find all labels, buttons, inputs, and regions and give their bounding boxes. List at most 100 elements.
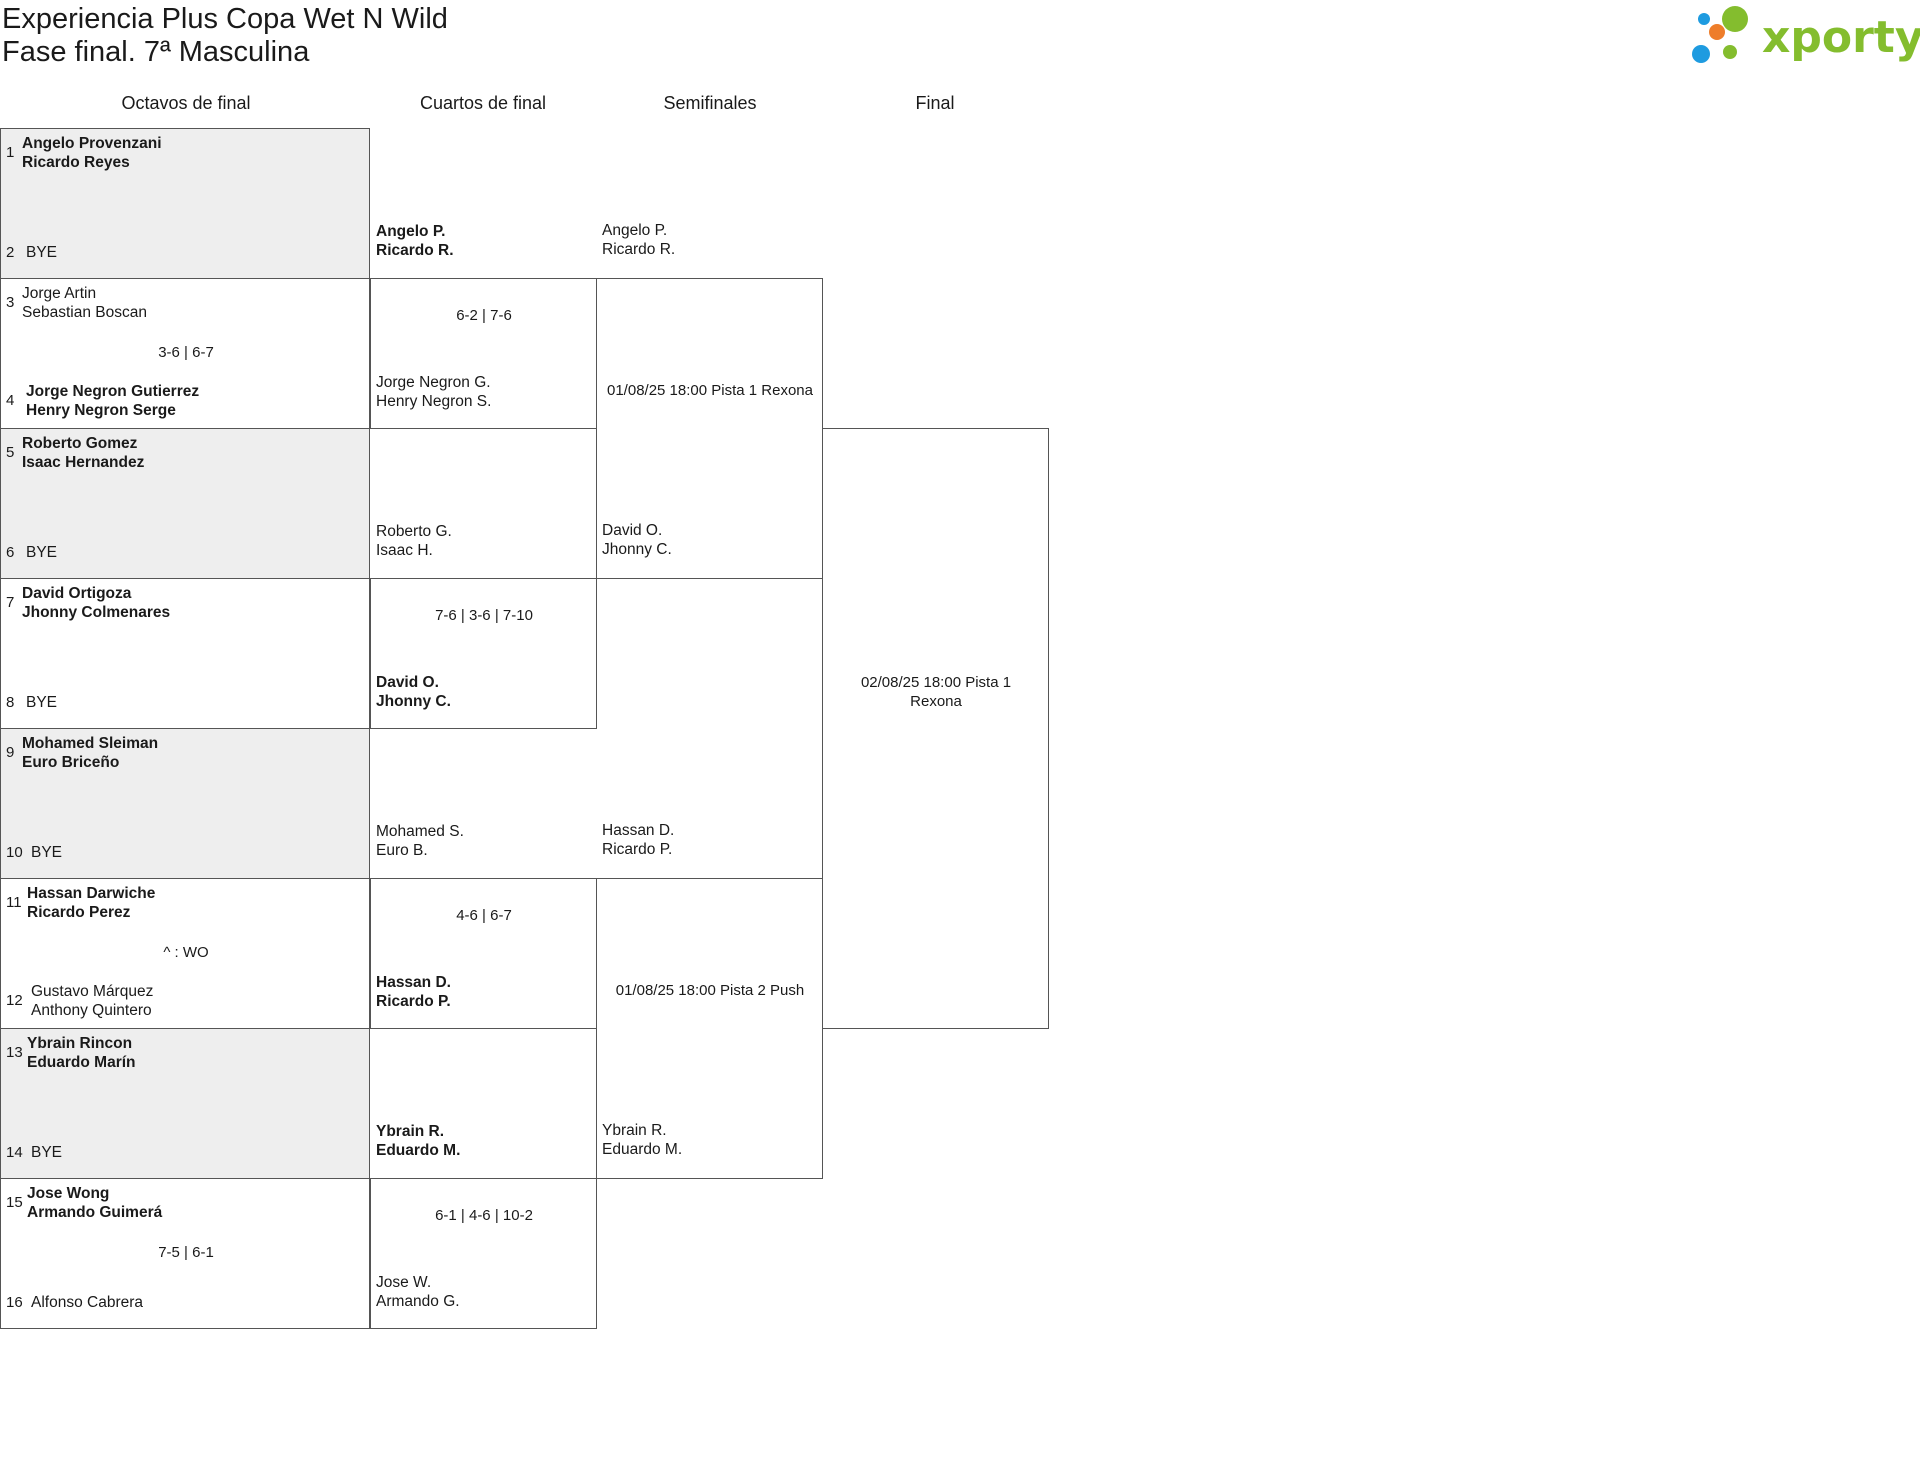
team-entry[interactable]: BYE <box>31 1143 62 1162</box>
seed-number: 1 <box>6 144 15 161</box>
team-entry[interactable]: Ybrain R.Eduardo M. <box>376 1122 460 1160</box>
seed-number: 14 <box>6 1144 23 1161</box>
xporty-logo[interactable]: xporty <box>1692 2 1920 72</box>
seed-number: 11 <box>6 894 22 911</box>
player-name: David Ortigoza <box>22 585 132 602</box>
player-name: Alfonso Cabrera <box>31 1294 144 1311</box>
player-name: Isaac H. <box>376 542 433 559</box>
seed-number: 16 <box>6 1294 23 1311</box>
player-name: Hassan D. <box>602 822 675 839</box>
xporty-logo-mark: xporty <box>1692 6 1920 63</box>
player-name: BYE <box>26 244 58 261</box>
team-entry[interactable]: Hassan D. Ricardo P. <box>376 973 451 1011</box>
player-name: Ybrain Rincon <box>27 1035 133 1052</box>
player-name: Ricardo Perez <box>27 904 131 921</box>
seed-number: 12 <box>6 992 23 1009</box>
seed-number: 3 <box>6 294 15 311</box>
team-entry[interactable]: Ybrain R.Eduardo M. <box>602 1121 682 1159</box>
round-header-final: Final <box>915 93 955 113</box>
player-name: Ybrain R. <box>602 1122 667 1139</box>
match-score: 6-2 | 7-6 <box>456 307 512 324</box>
player-name: Angelo P. <box>376 223 446 240</box>
player-name: Jorge Artin <box>22 285 97 302</box>
player-name: Angelo Provenzani <box>22 135 162 152</box>
tournament-title: Experiencia Plus Copa Wet N Wild <box>2 3 448 35</box>
player-name: Jhonny C. <box>602 541 672 558</box>
player-name: David O. <box>602 522 663 539</box>
seed-number: 15 <box>6 1194 23 1211</box>
player-name: Armando G. <box>376 1293 460 1310</box>
seed-number: 10 <box>6 844 23 861</box>
player-name: Isaac Hernandez <box>22 454 145 471</box>
team-entry[interactable]: Alfonso Cabrera <box>31 1293 143 1312</box>
match-schedule: 01/08/25 18:00 Pista 1 Rexona <box>607 382 813 399</box>
player-name: Ricardo R. <box>376 242 454 259</box>
match-score: 7-6 | 3-6 | 7-10 <box>435 607 533 624</box>
seed-number: 8 <box>6 694 15 711</box>
team-entry[interactable]: Angelo P. Ricardo R. <box>376 222 454 260</box>
player-name: Anthony Quintero <box>31 1002 152 1019</box>
team-entry[interactable]: Hassan D.Ricardo P. <box>602 821 674 859</box>
team-entry[interactable]: BYE <box>26 243 57 262</box>
final-schedule-line: Rexona <box>910 693 962 710</box>
match-box-cuartos: 7-6 | 3-6 | 7-10 <box>370 578 597 729</box>
phase-title: Fase final. 7ª Masculina <box>2 36 310 68</box>
player-name: Jorge Negron Gutierrez <box>26 383 200 400</box>
seed-number: 4 <box>6 392 15 409</box>
seed-number: 6 <box>6 544 15 561</box>
team-entry[interactable]: BYE <box>26 693 57 712</box>
player-name: Ricardo P. <box>376 993 451 1010</box>
final-schedule-line: 02/08/25 18:00 Pista 1 <box>860 674 1012 691</box>
team-entry[interactable]: Mohamed S.Euro B. <box>376 822 464 860</box>
match-box-final: 02/08/25 18:00 Pista 1 Rexona <box>822 428 1049 1029</box>
team-entry[interactable]: BYE <box>31 843 62 862</box>
player-name: Roberto G. <box>376 523 452 540</box>
player-name: Euro Briceño <box>22 754 120 771</box>
player-name: Jhonny C. <box>376 693 451 710</box>
player-name: BYE <box>26 544 58 561</box>
seed-number: 13 <box>6 1044 23 1061</box>
player-name: David O. <box>376 674 439 691</box>
player-name: Eduardo M. <box>376 1142 461 1159</box>
team-entry[interactable]: BYE <box>26 543 57 562</box>
player-name: Ricardo R. <box>602 241 676 258</box>
team-entry[interactable]: Jose W. Armando G. <box>376 1273 460 1311</box>
team-entry[interactable]: Jorge Negron G.Henry Negron S. <box>376 373 491 411</box>
player-name: Mohamed S. <box>376 823 464 840</box>
player-name: Jose W. <box>376 1274 432 1291</box>
player-name: Jhonny Colmenares <box>22 604 171 621</box>
player-name: Hassan D. <box>376 974 451 991</box>
match-schedule: 01/08/25 18:00 Pista 2 Push <box>615 982 805 999</box>
team-entry[interactable]: David O. Jhonny C. <box>376 673 451 711</box>
final-schedule: 02/08/25 18:00 Pista 1 Rexona <box>823 673 1049 711</box>
player-name: Eduardo Marín <box>27 1054 136 1071</box>
player-name: Mohamed Sleiman <box>22 735 159 752</box>
player-name: Jose Wong <box>27 1185 110 1202</box>
round-header-octavos: Octavos de final <box>121 93 251 113</box>
player-name: Hassan Darwiche <box>27 885 156 902</box>
player-name: Roberto Gomez <box>22 435 138 452</box>
player-name: Armando Guimerá <box>27 1204 163 1221</box>
team-entry[interactable]: Angelo P.Ricardo R. <box>602 221 675 259</box>
seed-number: 2 <box>6 244 15 261</box>
team-entry[interactable]: Roberto G. Isaac H. <box>376 522 452 560</box>
player-name: Henry Negron S. <box>376 393 492 410</box>
seed-number: 9 <box>6 744 15 761</box>
team-entry[interactable]: David O. Jhonny C. <box>602 521 672 559</box>
player-name: Sebastian Boscan <box>22 304 147 321</box>
